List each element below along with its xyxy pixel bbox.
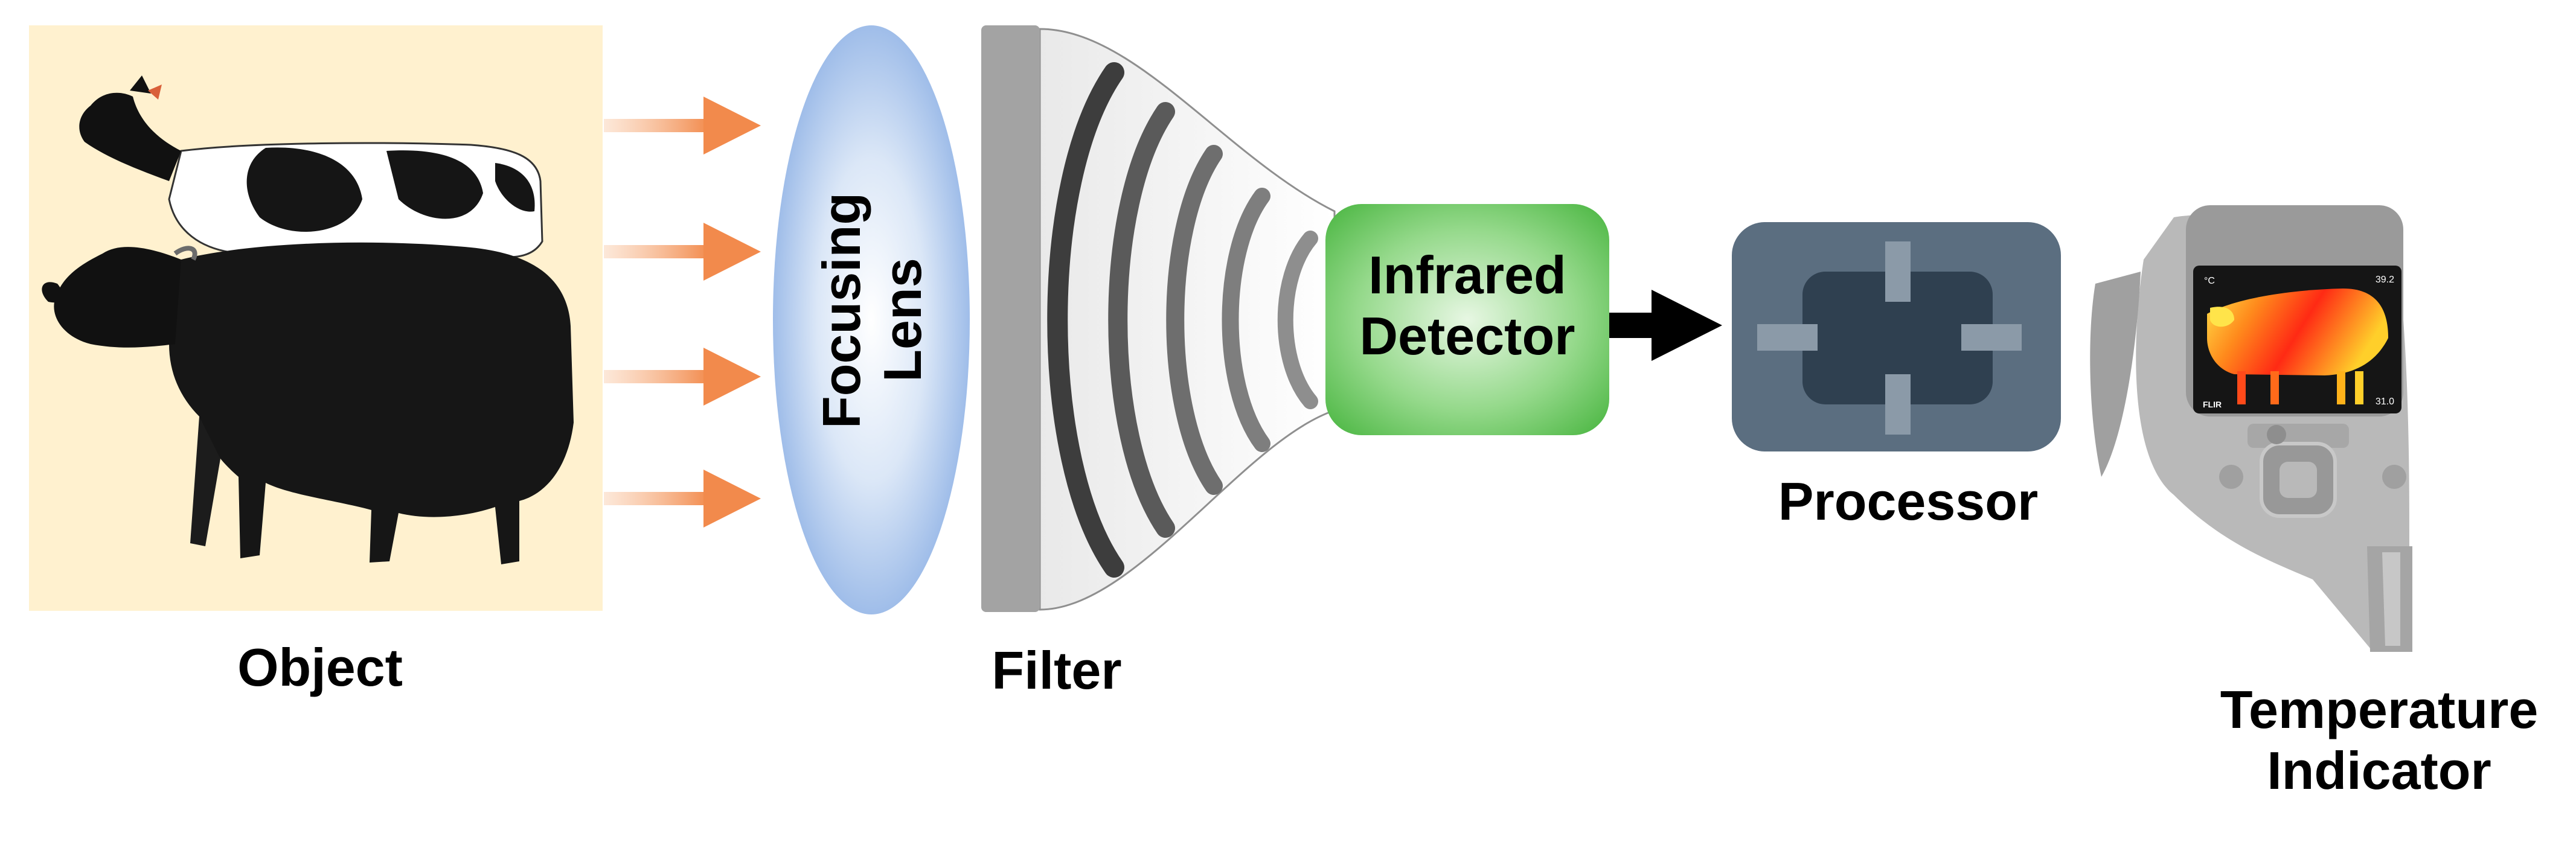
infrared-detector-label-line1: Infrared <box>1368 245 1566 305</box>
max-readout: 39.2 <box>2376 275 2394 285</box>
infrared-detector-label-line2: Detector <box>1359 306 1575 366</box>
temperature-indicator-label-line1: Temperature <box>2220 680 2539 739</box>
infrared-detector-label: Infrared Detector <box>1325 244 1609 366</box>
filter <box>981 25 1336 612</box>
unit-readout: °C <box>2204 276 2215 286</box>
infrared-rays <box>604 97 761 528</box>
buffalo-illustration <box>42 242 574 564</box>
focusing-lens-label-line1: Focusing <box>812 192 871 429</box>
thermal-camera-icon: 39.2 31.0 °C FLIR <box>2090 205 2412 652</box>
arrow-detector-to-processor <box>1609 290 1722 361</box>
focusing-lens <box>773 25 970 614</box>
object-label: Object <box>237 637 403 697</box>
focusing-lens-label-line2: Lens <box>873 258 933 382</box>
temperature-indicator-label: Temperature Indicator <box>2186 679 2572 801</box>
temperature-indicator-label-line2: Indicator <box>2267 741 2491 801</box>
object-panel <box>29 25 603 611</box>
processor-chip-icon <box>1732 222 2061 451</box>
brand-readout: FLIR <box>2203 400 2222 409</box>
infrared-detector <box>1325 204 1609 435</box>
focusing-lens-label: Focusing Lens <box>811 192 933 429</box>
processor-label: Processor <box>1778 471 2039 531</box>
filter-label: Filter <box>992 640 1122 700</box>
min-readout: 31.0 <box>2376 397 2394 407</box>
cow-illustration <box>79 75 543 258</box>
wave-arcs <box>1047 62 1318 578</box>
